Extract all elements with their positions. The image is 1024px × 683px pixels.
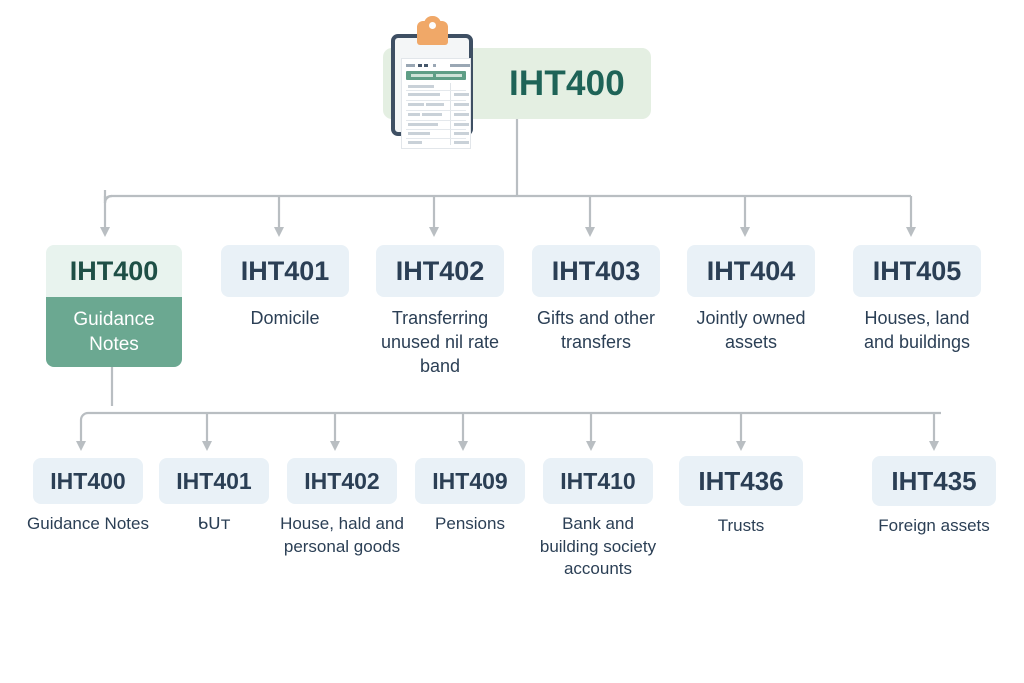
node-code[interactable]: IHT435: [872, 456, 996, 506]
node-l2-iht400[interactable]: IHT400 Guidance Notes: [26, 458, 150, 536]
node-caption: Jointly owned assets: [696, 308, 806, 352]
node-iht402[interactable]: IHT402 Transferring unused nil rate band: [370, 245, 510, 379]
node-l2-iht402[interactable]: IHT402 House, hald and personal goods: [280, 458, 404, 558]
node-code[interactable]: IHT405: [853, 245, 981, 297]
node-l2-iht409[interactable]: IHT409 Pensions: [408, 458, 532, 536]
node-caption: Pensions: [435, 514, 505, 533]
node-code[interactable]: IHT402: [287, 458, 397, 504]
node-caption: Guidance Notes: [27, 514, 149, 533]
clipboard-header-row: [406, 63, 470, 68]
node-iht401[interactable]: IHT401 Domicile: [215, 245, 355, 331]
node-code[interactable]: IHT436: [679, 456, 803, 506]
node-l2-iht436[interactable]: IHT436 Trusts: [679, 456, 803, 538]
node-code[interactable]: IHT403: [532, 245, 660, 297]
node-l2-iht410[interactable]: IHT410 Bank and building society account…: [536, 458, 660, 581]
node-caption: Trusts: [717, 516, 765, 535]
node-caption: Gifts and other transfers: [536, 308, 656, 352]
node-iht404[interactable]: IHT404 Jointly owned assets: [681, 245, 821, 355]
node-code[interactable]: IHT409: [415, 458, 525, 504]
node-code[interactable]: IHT401: [159, 458, 269, 504]
node-l2-iht435[interactable]: IHT435 Foreign assets: [872, 456, 996, 538]
node-iht403[interactable]: IHT403 Gifts and other transfers: [526, 245, 666, 355]
node-code[interactable]: IHT402: [376, 245, 504, 297]
node-caption: ᑲᑌᴛ: [197, 514, 231, 534]
clipboard-board: [391, 34, 473, 148]
node-code[interactable]: IHT404: [687, 245, 815, 297]
clipboard-table: [406, 83, 469, 145]
clipboard-green-band: [406, 71, 466, 80]
node-caption: Houses, land and buildings: [863, 308, 971, 352]
node-caption: Bank and building society accounts: [539, 514, 657, 579]
clipboard-icon: [391, 16, 473, 148]
clipboard-paper: [402, 59, 470, 148]
node-caption: Domicile: [250, 308, 320, 328]
node-iht400-guidance[interactable]: IHT400 Guidance Notes: [46, 245, 182, 367]
node-caption: Foreign assets: [878, 516, 990, 535]
node-code[interactable]: IHT410: [543, 458, 653, 504]
node-code[interactable]: IHT400: [33, 458, 143, 504]
node-caption: House, hald and personal goods: [280, 514, 404, 556]
clipboard-clip-hole: [429, 22, 436, 29]
page-title: IHT400: [509, 63, 625, 103]
node-l2-iht401[interactable]: IHT401 ᑲᑌᴛ: [152, 458, 276, 536]
node-iht405[interactable]: IHT405 Houses, land and buildings: [847, 245, 987, 355]
caption-line-2: Notes: [89, 334, 139, 355]
node-caption-highlight: Guidance Notes: [46, 297, 182, 367]
node-code[interactable]: IHT400: [46, 245, 182, 297]
caption-line-1: Guidance: [73, 308, 155, 330]
node-caption: Transferring unused nil rate band: [380, 308, 500, 376]
node-code[interactable]: IHT401: [221, 245, 349, 297]
